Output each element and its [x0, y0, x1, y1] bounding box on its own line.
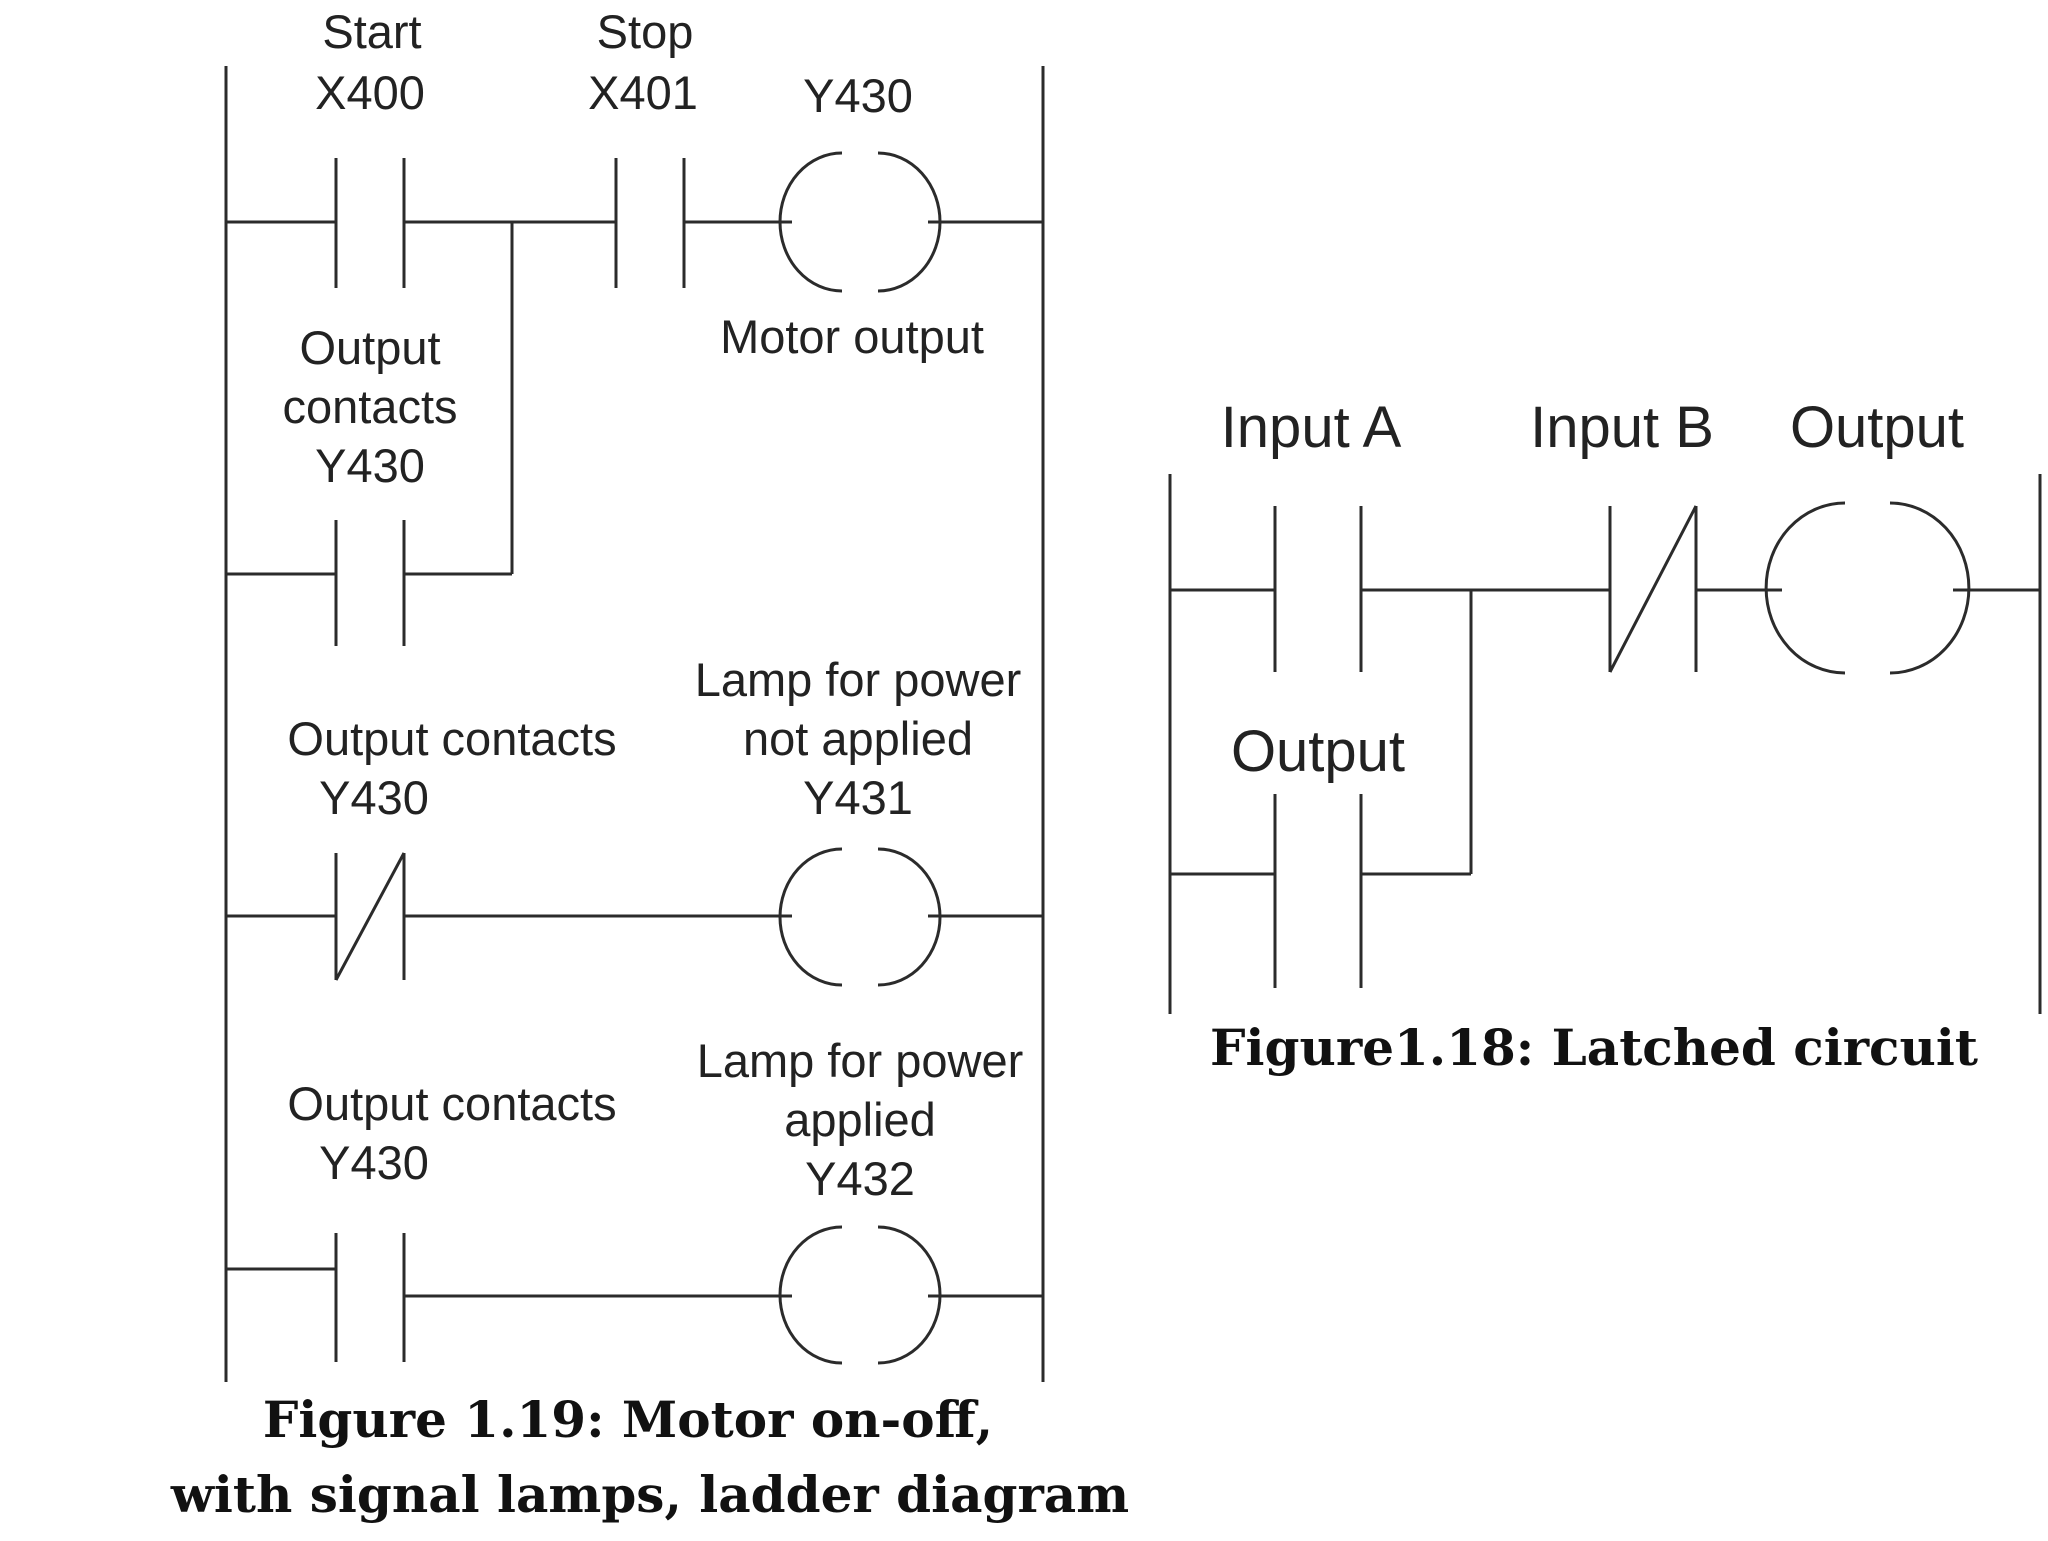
latch-output-label: Output [1231, 719, 1405, 784]
figure-1-18: Input A Input B Output Output Figure1.18… [1168, 395, 2042, 1077]
input-a-label: Input A [1221, 395, 1402, 460]
rung-2: Output contacts Y430 Lamp for power not … [226, 653, 1043, 987]
rung-1: Start X400 Stop X401 Y430 Motor output O… [226, 5, 1043, 646]
rung-3-contact-address: Y430 [319, 1136, 429, 1189]
lamp-coil-y432 [778, 1225, 942, 1365]
figure-1-19: Start X400 Stop X401 Y430 Motor output O… [170, 5, 1129, 1524]
lamp-y432-address: Y432 [805, 1152, 915, 1205]
latch-label-line1: Output [299, 321, 440, 374]
stop-address: X401 [588, 66, 698, 119]
stop-contact-x401 [614, 158, 686, 288]
output-coil [1764, 501, 1971, 675]
lamp-y431-label-line2: not applied [743, 712, 973, 765]
output-coil-label: Output [1790, 395, 1964, 460]
latch-contact-y430 [334, 520, 406, 646]
figure-1-19-caption-line2: with signal lamps, ladder diagram [170, 1465, 1129, 1524]
rung-3-contact-label: Output contacts [287, 1077, 616, 1130]
start-contact-x400 [334, 158, 406, 288]
motor-coil-y430 [778, 151, 942, 293]
figure-1-19-caption-line1: Figure 1.19: Motor on-off, [263, 1390, 993, 1449]
rung-3: Output contacts Y430 Lamp for power appl… [226, 1034, 1043, 1365]
rung-2-contact-address: Y430 [319, 771, 429, 824]
lamp-y431-label-line1: Lamp for power [695, 653, 1022, 706]
input-b-nc-contact [1608, 505, 1698, 673]
lamp-y432-label-line1: Lamp for power [697, 1034, 1024, 1087]
start-label: Start [322, 5, 421, 58]
motor-coil-address: Y430 [803, 69, 913, 122]
output-latch-contact [1273, 794, 1363, 988]
input-a-contact [1273, 506, 1363, 672]
lamp-y431-address: Y431 [803, 771, 913, 824]
latch-label-line2: contacts [282, 380, 457, 433]
no-contact-y430 [334, 1233, 406, 1362]
lamp-coil-y431 [778, 847, 942, 987]
stop-label: Stop [597, 5, 694, 58]
figure-1-18-caption: Figure1.18: Latched circuit [1210, 1018, 1978, 1077]
input-b-label: Input B [1530, 395, 1714, 460]
nc-contact-y430 [334, 852, 406, 981]
latch-label-line3: Y430 [315, 439, 425, 492]
rung-2-contact-label: Output contacts [287, 712, 616, 765]
start-address: X400 [315, 66, 425, 119]
motor-output-label: Motor output [720, 310, 984, 363]
lamp-y432-label-line2: applied [784, 1093, 936, 1146]
